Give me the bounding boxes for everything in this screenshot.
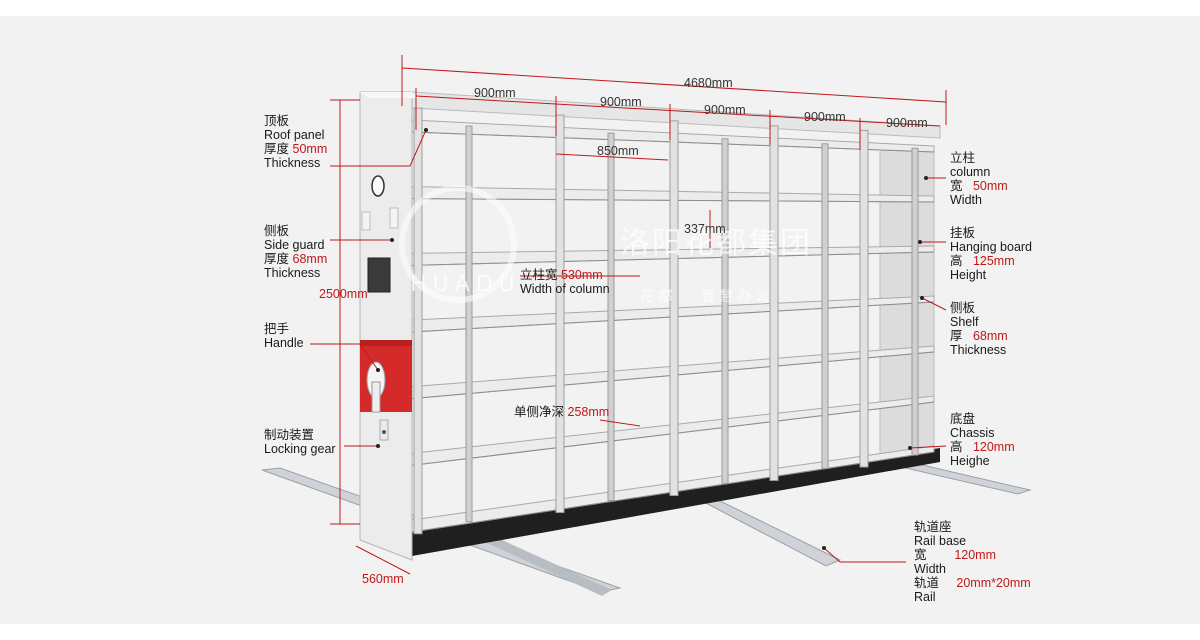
height-label: 2500mm	[319, 287, 368, 301]
rear-upright	[465, 125, 473, 523]
upright-column	[859, 129, 869, 468]
bay-width-3: 900mm	[704, 103, 746, 117]
upright-column	[669, 120, 679, 496]
bay-width-2: 900mm	[600, 95, 642, 109]
watermark-en: HUADU	[410, 272, 521, 297]
control-screen	[367, 257, 391, 293]
shelf-callout: 侧板 Shelf 厚 68mm Thickness	[950, 301, 1008, 357]
side-guard-callout: 侧板 Side guard 厚度 68mm Thickness	[264, 224, 328, 280]
bay-width-4: 900mm	[804, 110, 846, 124]
upright-column	[769, 125, 779, 482]
total-width-label: 4680mm	[684, 76, 733, 90]
base-chassis	[412, 448, 940, 556]
watermark-text: 洛阳花都集团	[620, 226, 812, 261]
leader-dots	[376, 128, 928, 550]
watermark-sub: 花都 · 智慧办公	[640, 289, 774, 305]
rear-upright	[607, 132, 615, 501]
chassis-callout: 底盘 Chassis 高 120mm Heighe	[950, 412, 1015, 468]
single-depth-label: 单侧净深 258mm	[514, 405, 610, 419]
side-guard-panel	[359, 91, 413, 561]
roof-panel-callout: 顶板 Roof panel 厚度 50mm Thickness	[264, 114, 328, 170]
hanging-board-callout: 挂板 Hanging board 高 125mm Height	[950, 226, 1033, 282]
column-width-en: Width of column	[520, 282, 610, 296]
rail-base-callout: 轨道座 Rail base 宽 120mm Width 轨道 20mm*20mm…	[914, 520, 1031, 604]
bay-width-1: 900mm	[474, 86, 516, 100]
rear-upright	[721, 138, 729, 484]
depth-label: 560mm	[362, 572, 404, 586]
bottom-margin	[0, 624, 1200, 640]
upright-column	[555, 114, 565, 513]
rear-upright	[911, 147, 919, 456]
inner-width-label: 850mm	[597, 144, 639, 158]
column-callout: 立柱 column 宽 50mm Width	[950, 151, 1008, 207]
bay-width-5: 900mm	[886, 116, 928, 130]
upright-column	[413, 107, 423, 535]
shelf-gap-label: 337mm	[684, 222, 726, 236]
rear-upright	[821, 143, 829, 470]
locking-gear-callout: 制动装置 Locking gear	[264, 428, 336, 456]
watermark-logo	[399, 185, 517, 303]
top-lock	[371, 175, 385, 197]
dimension-lines	[310, 55, 947, 575]
column-width-cn: 立柱宽 530mm	[520, 268, 603, 282]
handle-callout: 把手 Handle	[264, 322, 304, 350]
uprights	[413, 107, 919, 535]
